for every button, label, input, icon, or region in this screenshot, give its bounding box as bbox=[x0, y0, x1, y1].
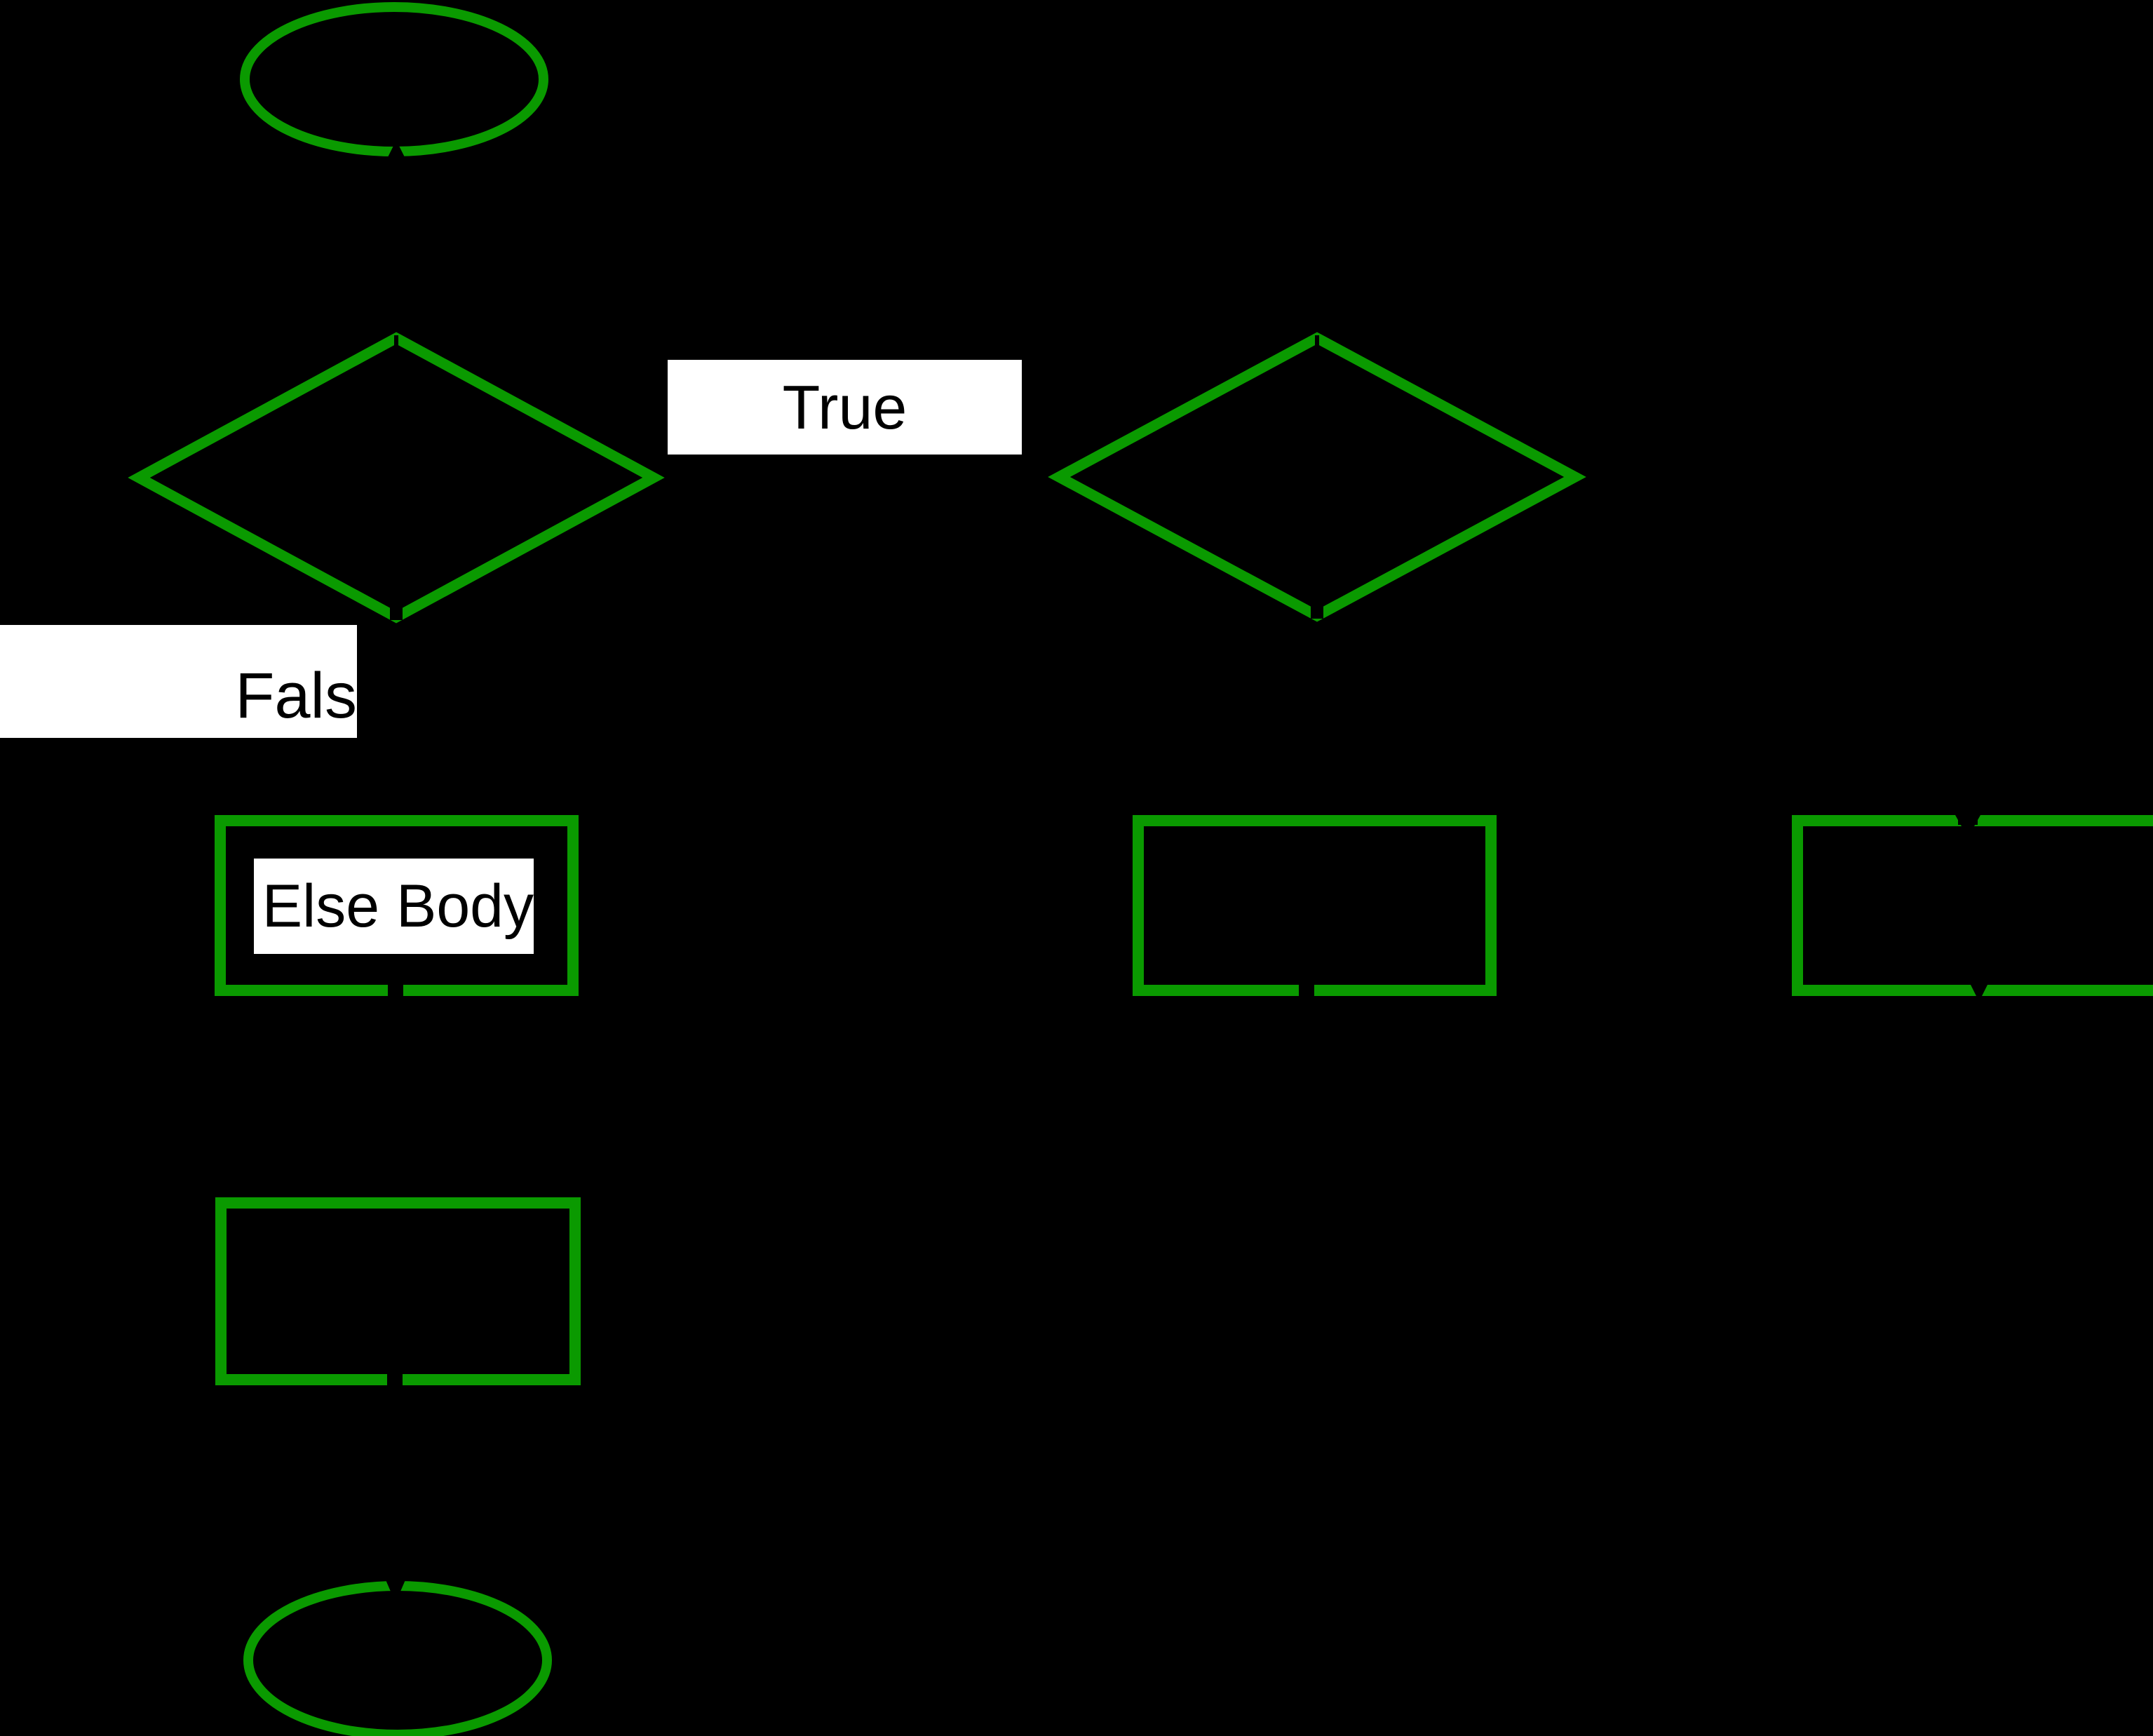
else-body-label: Else Body bbox=[254, 859, 534, 954]
false-connector-label-text: Fals bbox=[235, 660, 357, 732]
false-connector-label: Fals bbox=[0, 625, 357, 738]
decision-2-diamond bbox=[1048, 332, 1586, 622]
process-bottom-rect bbox=[215, 1197, 581, 1385]
arrow-notch bbox=[394, 335, 398, 355]
arrow-notch bbox=[1311, 593, 1323, 619]
process-right-clipped-rect bbox=[1792, 815, 2153, 996]
else-body-label-text: Else Body bbox=[262, 873, 534, 940]
arrow-notch bbox=[384, 1577, 407, 1603]
decision-1-diamond bbox=[128, 332, 665, 624]
arrow-notch bbox=[386, 140, 407, 161]
end-terminator-ellipse bbox=[243, 1581, 552, 1736]
arrow-notch bbox=[390, 595, 403, 620]
arrow-notch bbox=[1955, 815, 1980, 837]
arrow-notch bbox=[1299, 978, 1314, 999]
arrow-notch bbox=[387, 1362, 403, 1389]
arrow-notch bbox=[1315, 335, 1319, 355]
arrow-notch bbox=[1966, 976, 1992, 1002]
arrow-notches bbox=[384, 140, 1992, 1603]
arrow-notch bbox=[388, 978, 403, 999]
true-connector-label: True bbox=[668, 360, 1022, 455]
start-terminator-ellipse bbox=[240, 2, 548, 156]
process-middle-rect bbox=[1133, 815, 1497, 996]
true-connector-label-text: True bbox=[782, 372, 907, 442]
